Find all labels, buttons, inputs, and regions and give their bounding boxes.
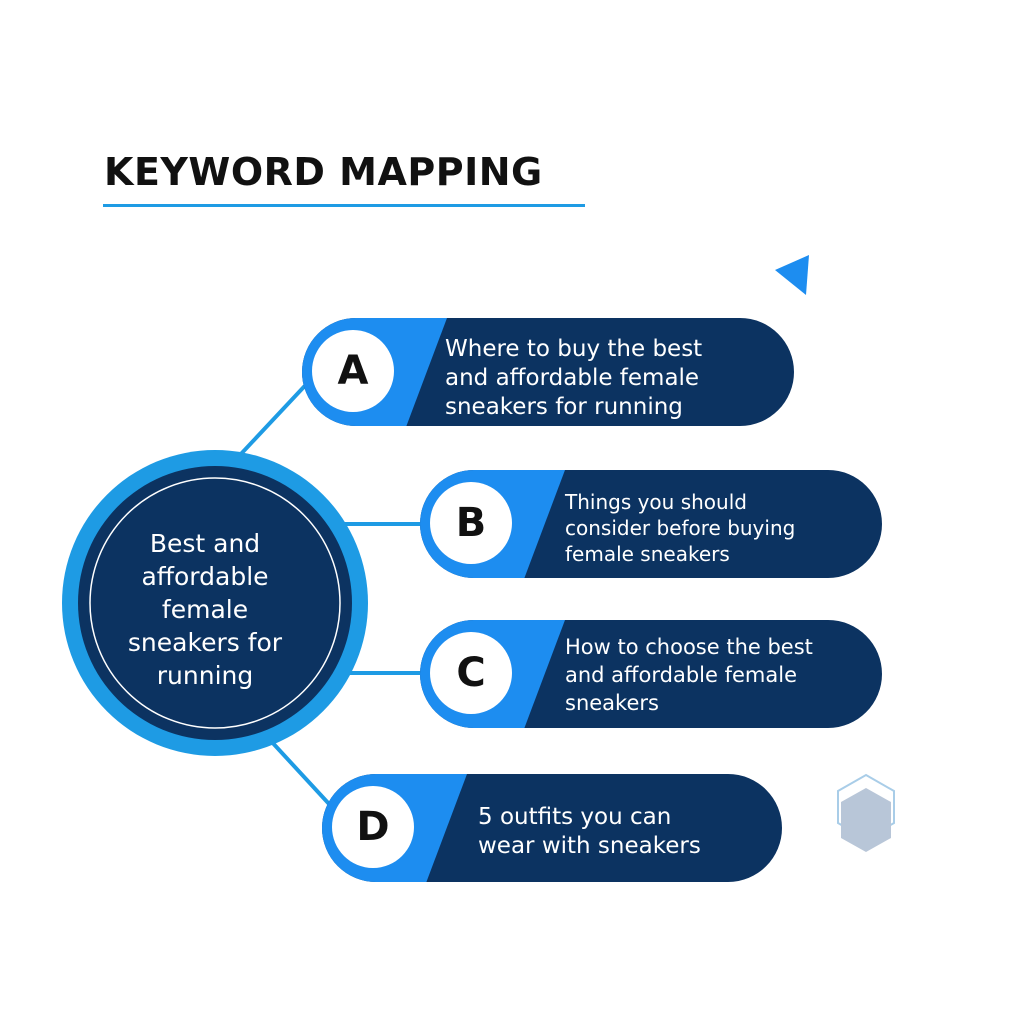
letter-circle-a: A bbox=[312, 330, 394, 412]
connector-d bbox=[268, 738, 332, 807]
title-underline bbox=[103, 204, 585, 207]
hexagon-icon bbox=[841, 788, 891, 852]
triangle-icon bbox=[775, 255, 809, 295]
item-d-text: 5 outfits you can wear with sneakers bbox=[478, 804, 701, 859]
item-b-text: Things you should consider before buying… bbox=[565, 490, 796, 566]
letter-a: A bbox=[337, 348, 369, 394]
page-title: KEYWORD MAPPING bbox=[104, 150, 543, 194]
letter-circle-b: B bbox=[430, 482, 512, 564]
item-c-text: How to choose the best and affordable fe… bbox=[565, 635, 813, 715]
letter-c: C bbox=[456, 650, 486, 696]
item-a-text: Where to buy the best and affordable fem… bbox=[445, 336, 703, 420]
letter-circle-d: D bbox=[332, 786, 414, 868]
letter-d: D bbox=[356, 804, 390, 850]
letter-b: B bbox=[455, 500, 487, 546]
center-label: Best and affordable female sneakers for … bbox=[127, 529, 283, 690]
center-inner-ring bbox=[89, 477, 341, 729]
center-circle bbox=[78, 466, 352, 740]
letter-circle-c: C bbox=[430, 632, 512, 714]
